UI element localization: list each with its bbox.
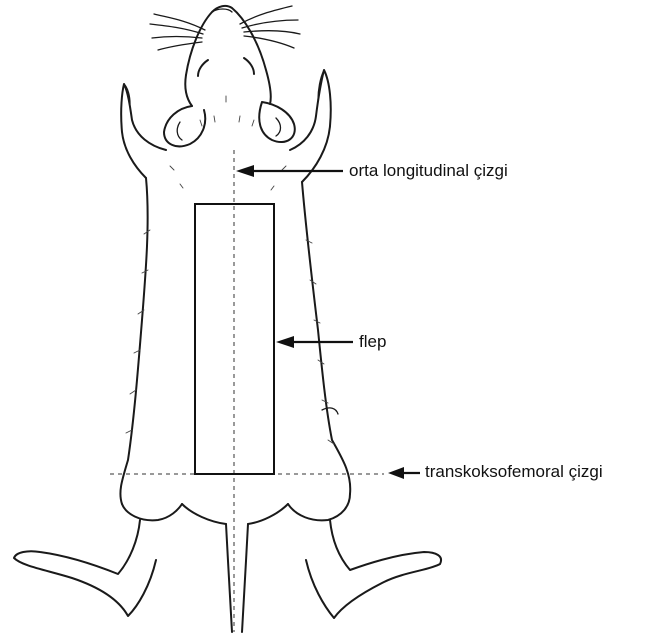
flap-label: flep [359,333,386,350]
transverse-arrow [388,467,420,479]
transverse-line-label: transkoksofemoral çizgi [425,463,603,480]
flap-arrow [276,336,353,348]
midline-label: orta longitudinal çizgi [349,162,508,179]
rat-outline [14,6,441,632]
midline-arrow [236,165,343,177]
